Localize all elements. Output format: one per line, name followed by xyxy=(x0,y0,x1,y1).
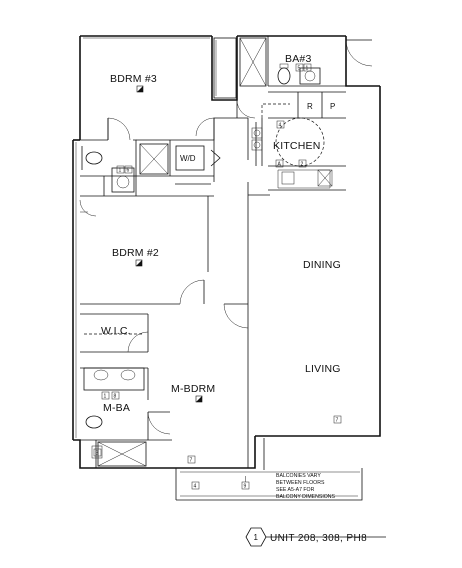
room-label-living: LIVING xyxy=(305,363,341,375)
fixture-label-wd: W/D xyxy=(180,154,196,163)
tag-a: A xyxy=(278,162,282,168)
balcony xyxy=(175,438,363,501)
room-label-bdrm3: BDRM #3 xyxy=(110,73,157,85)
room-label-ba3: BA#3 xyxy=(285,53,312,65)
tag-4: 4 xyxy=(279,123,282,129)
interior-walls xyxy=(80,36,346,468)
kitchen-details xyxy=(251,103,333,187)
area-marker-fill xyxy=(136,260,142,266)
room-label-bdrm2: BDRM #2 xyxy=(112,247,159,259)
drawing-number: 1 xyxy=(254,533,259,542)
tag-1: 1 xyxy=(119,168,122,174)
fixtures xyxy=(80,37,321,467)
tag-8: 8 xyxy=(114,394,117,400)
tag-7: 7 xyxy=(190,458,193,464)
room-label-mbdrm: M-BDRM xyxy=(171,383,215,395)
area-marker-fill xyxy=(196,396,202,402)
room-label-kitchen: KITCHEN xyxy=(273,140,321,152)
tag-5: 5 xyxy=(298,66,301,72)
title-block: 1 UNIT 208, 308, PH8 xyxy=(245,527,386,547)
tag-2: 2 xyxy=(301,162,304,168)
room-label-wic: W.I.C. xyxy=(101,325,131,337)
exterior-walls xyxy=(72,35,381,469)
tag-4: 4 xyxy=(194,484,197,490)
tag-7: 7 xyxy=(336,418,339,424)
fixture-label-pantry: P xyxy=(330,102,335,111)
doors xyxy=(79,39,373,437)
note-line-2: BETWEEN FLOORS xyxy=(276,480,325,486)
unit-title: UNIT 208, 308, PH8 xyxy=(270,533,367,544)
room-labels: BDRM #3 BA#3 KITCHEN BDRM #2 DINING W.I.… xyxy=(101,53,341,414)
room-label-mba: M-BA xyxy=(103,402,130,414)
tag-9: 9 xyxy=(244,484,247,490)
tag-1: 1 xyxy=(306,66,309,72)
tag-1: 1 xyxy=(104,394,107,400)
note-line-3: SEE A5-A7 FOR xyxy=(276,487,315,493)
tag-3: 3 xyxy=(96,451,99,457)
room-label-dining: DINING xyxy=(303,259,341,271)
area-marker-fill xyxy=(137,86,143,92)
fixture-label-refrigerator: R xyxy=(307,102,313,111)
detail-tags: 5 1 4 A 2 1 6 1 8 3 7 7 4 9 xyxy=(93,63,342,490)
note-line-4: BALCONY DIMENSIONS xyxy=(276,494,336,500)
note-line-1: BALCONIES VARY xyxy=(276,473,321,479)
tag-6: 6 xyxy=(127,168,130,174)
balcony-note: BALCONIES VARY BETWEEN FLOORS SEE A5-A7 … xyxy=(276,473,336,500)
